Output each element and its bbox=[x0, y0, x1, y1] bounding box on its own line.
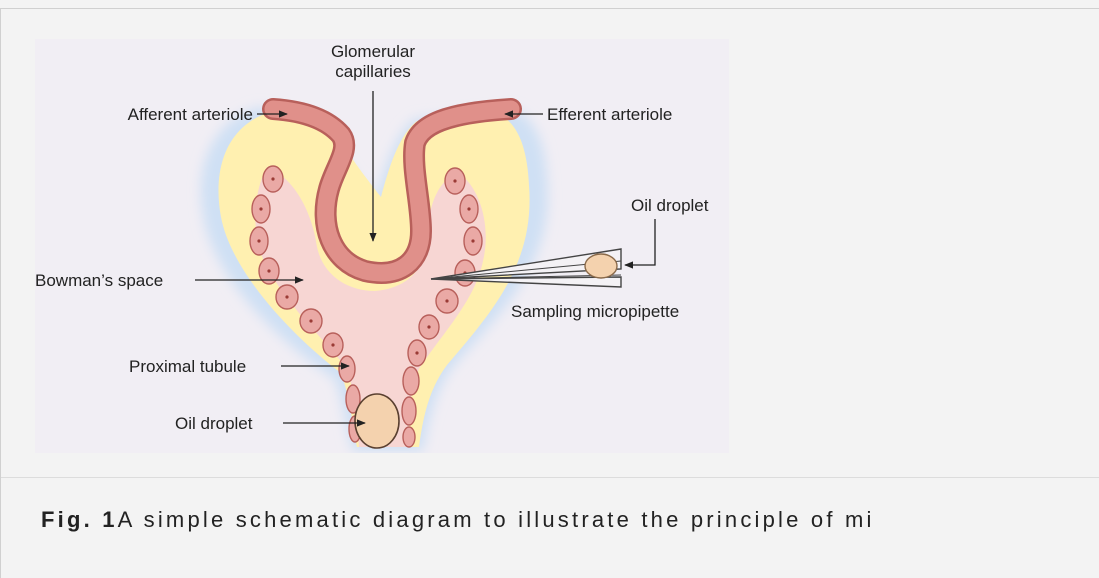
oil-droplet-tubule bbox=[355, 394, 399, 448]
micropuncture-diagram: Glomerular capillaries Afferent arteriol… bbox=[35, 39, 729, 453]
figure-caption: Fig. 1A simple schematic diagram to illu… bbox=[41, 507, 1099, 533]
figure-image: Glomerular capillaries Afferent arteriol… bbox=[35, 39, 729, 453]
label-afferent-arteriole: Afferent arteriole bbox=[128, 105, 253, 124]
oil-droplet-pipette bbox=[585, 254, 617, 278]
label-bowmans-space: Bowman’s space bbox=[35, 271, 163, 290]
label-proximal-tubule: Proximal tubule bbox=[129, 357, 246, 376]
label-glomerular-line2: capillaries bbox=[335, 62, 411, 81]
figure-number: Fig. 1 bbox=[41, 507, 118, 532]
label-sampling-micropipette: Sampling micropipette bbox=[511, 302, 679, 321]
label-efferent-arteriole: Efferent arteriole bbox=[547, 105, 672, 124]
caption-text: A simple schematic diagram to illustrate… bbox=[118, 507, 875, 532]
label-oil-droplet-right: Oil droplet bbox=[631, 196, 709, 215]
figure-container: Glomerular capillaries Afferent arteriol… bbox=[0, 8, 1099, 578]
label-oil-droplet-bottom: Oil droplet bbox=[175, 414, 253, 433]
caption-divider bbox=[1, 477, 1099, 478]
label-glomerular-line1: Glomerular bbox=[331, 42, 415, 61]
